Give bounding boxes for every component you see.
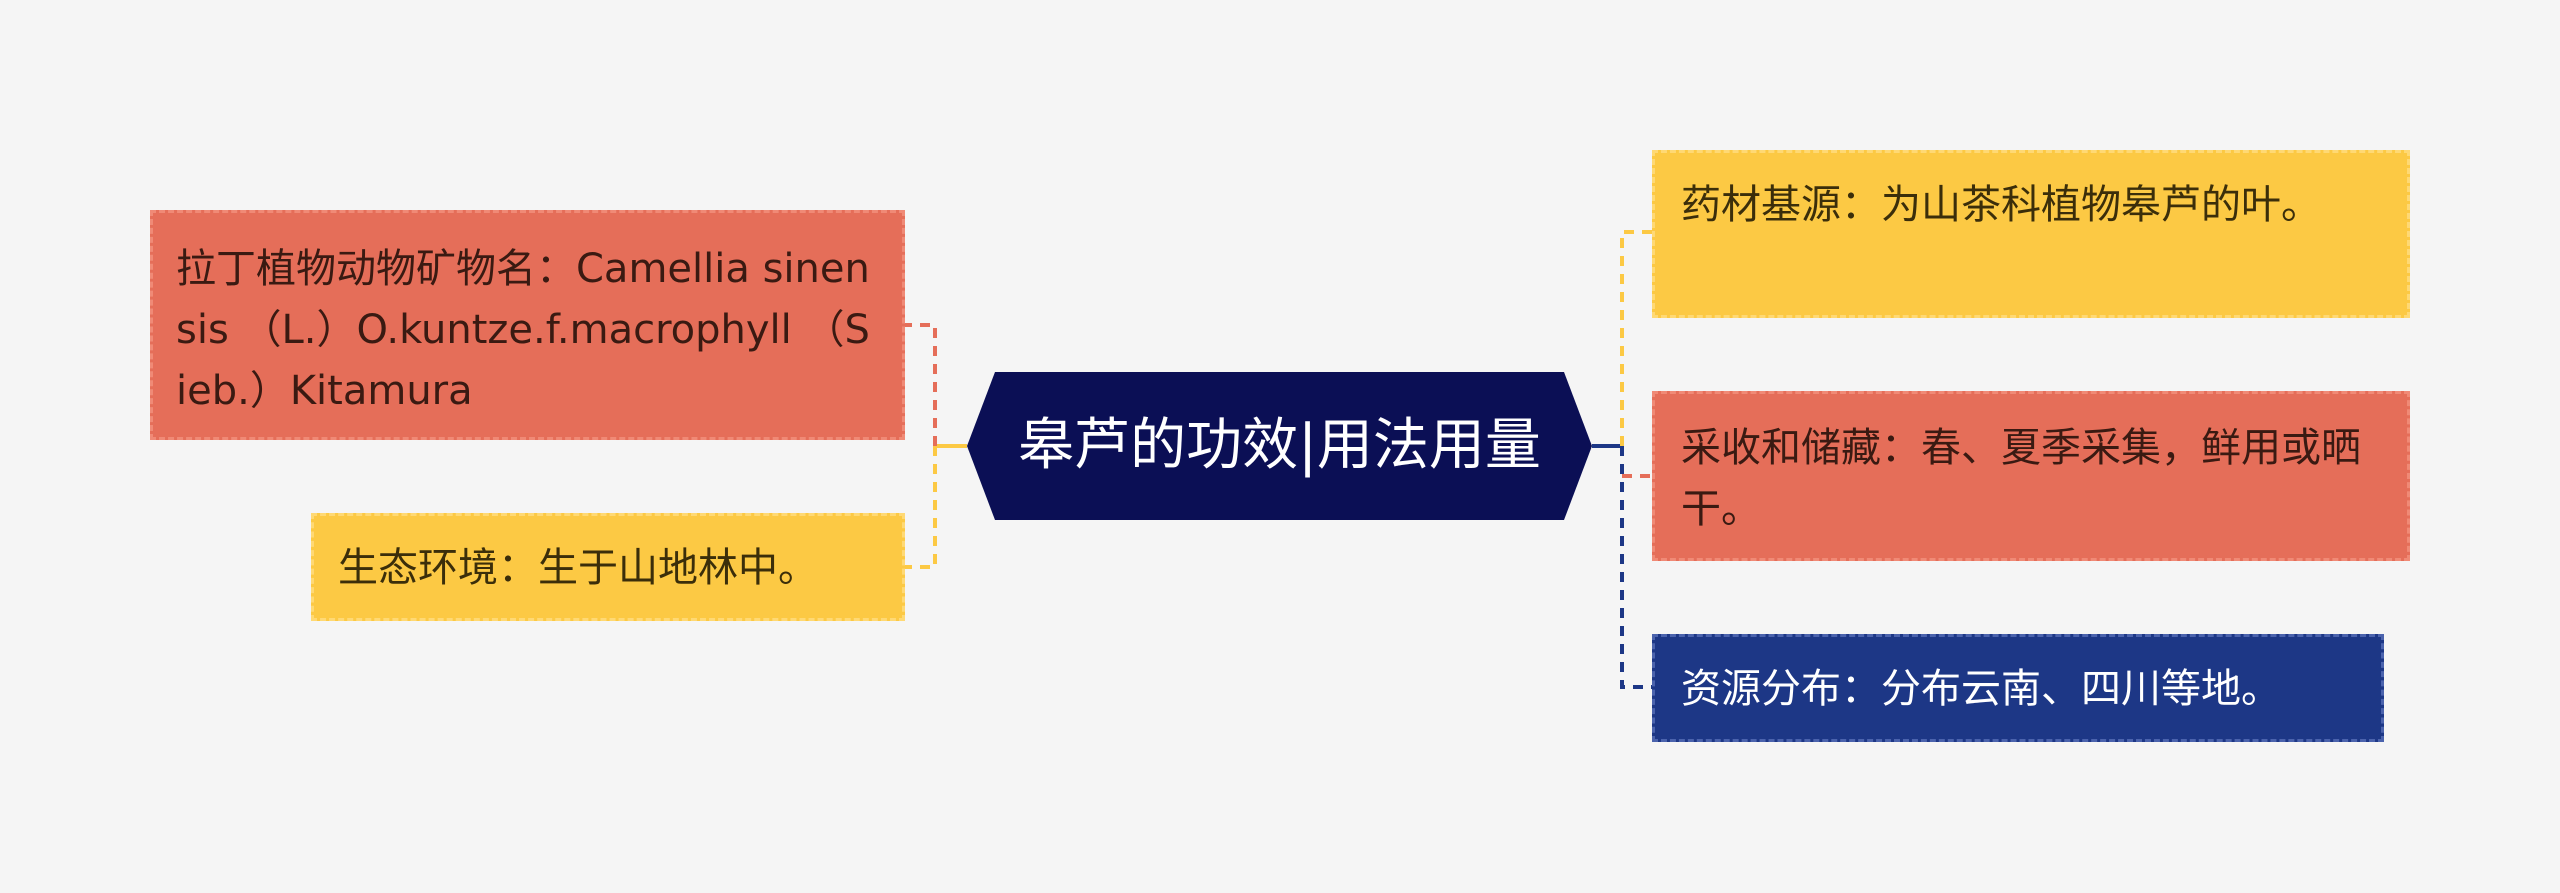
right-node-source[interactable]: 药材基源：为山茶科植物皋芦的叶。 — [1652, 150, 2410, 318]
left-node-habitat-text: 生态环境：生于山地林中。 — [338, 545, 818, 591]
left-node-habitat[interactable]: 生态环境：生于山地林中。 — [311, 513, 905, 621]
connector-left-top — [905, 323, 937, 446]
central-topic[interactable]: 皋芦的功效|用法用量 — [967, 372, 1592, 520]
right-node-source-text: 药材基源：为山茶科植物皋芦的叶。 — [1681, 182, 2321, 228]
connector-right-bottom — [1620, 446, 1652, 689]
central-topic-label: 皋芦的功效|用法用量 — [1018, 413, 1541, 478]
left-node-latin-name[interactable]: 拉丁植物动物矿物名：Camellia sinensis （L.）O.kuntze… — [150, 210, 905, 440]
connector-left-bottom — [905, 446, 937, 569]
right-node-harvest-text: 采收和储藏：春、夏季采集，鲜用或晒干。 — [1681, 425, 2361, 532]
right-node-distribution-text: 资源分布：分布云南、四川等地。 — [1681, 666, 2281, 712]
right-node-harvest[interactable]: 采收和储藏：春、夏季采集，鲜用或晒干。 — [1652, 391, 2410, 561]
connector-right-top — [1620, 230, 1652, 446]
left-node-latin-name-text: 拉丁植物动物矿物名：Camellia sinensis （L.）O.kuntze… — [176, 246, 870, 414]
right-node-distribution[interactable]: 资源分布：分布云南、四川等地。 — [1652, 634, 2384, 742]
